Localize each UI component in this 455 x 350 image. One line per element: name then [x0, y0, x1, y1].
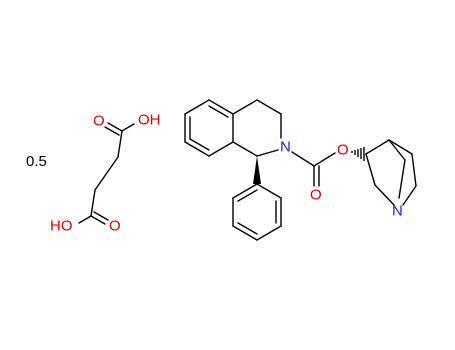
- bond: [94, 156, 119, 191]
- bond: [78, 215, 92, 224]
- hash-bond: [351, 147, 365, 161]
- multiplier-label: 0.5: [26, 153, 47, 170]
- bond: [93, 211, 109, 221]
- bond: [388, 139, 406, 161]
- bond: [232, 225, 258, 241]
- atom-oxygen-bottom: O: [109, 218, 121, 235]
- atom-hydroxyl-top: OH: [138, 112, 161, 129]
- atom-nitrogen-quinuclidine: N: [392, 203, 403, 220]
- bond: [90, 215, 106, 225]
- bond: [256, 149, 279, 157]
- bond: [232, 141, 258, 157]
- bond: [189, 138, 210, 151]
- bond: [184, 141, 210, 157]
- bond: [411, 153, 417, 187]
- bond: [208, 99, 234, 115]
- atom-oxygen-carbonyl: O: [310, 187, 322, 204]
- atom-oxygen-top: O: [93, 113, 105, 130]
- bond: [313, 152, 336, 167]
- bond: [121, 123, 135, 132]
- bond: [237, 222, 258, 235]
- bond: [208, 141, 234, 157]
- bond: [232, 183, 258, 199]
- bond: [374, 184, 395, 206]
- bond: [104, 126, 120, 136]
- bond: [117, 130, 123, 158]
- bond: [291, 151, 315, 167]
- bond: [184, 99, 210, 115]
- bond: [388, 139, 413, 155]
- succinic-acid: OH O HO O: [50, 112, 161, 235]
- bond: [256, 99, 282, 115]
- bond: [256, 225, 282, 241]
- atom-nitrogen-ring: N: [280, 139, 291, 156]
- wedge-bond: [253, 156, 261, 184]
- bond: [232, 99, 258, 115]
- bond: [256, 183, 282, 199]
- atom-oxygen-ester: O: [337, 142, 349, 159]
- bond: [208, 105, 229, 118]
- bond: [90, 189, 96, 217]
- bond: [237, 189, 258, 202]
- bond: [107, 122, 123, 132]
- bond: [402, 185, 417, 206]
- bond: [365, 139, 390, 155]
- atom-hydroxyl-bottom: HO: [50, 218, 73, 235]
- bond: [398, 159, 406, 199]
- bond: [365, 153, 376, 186]
- solifenacin: N O O N: [184, 99, 417, 241]
